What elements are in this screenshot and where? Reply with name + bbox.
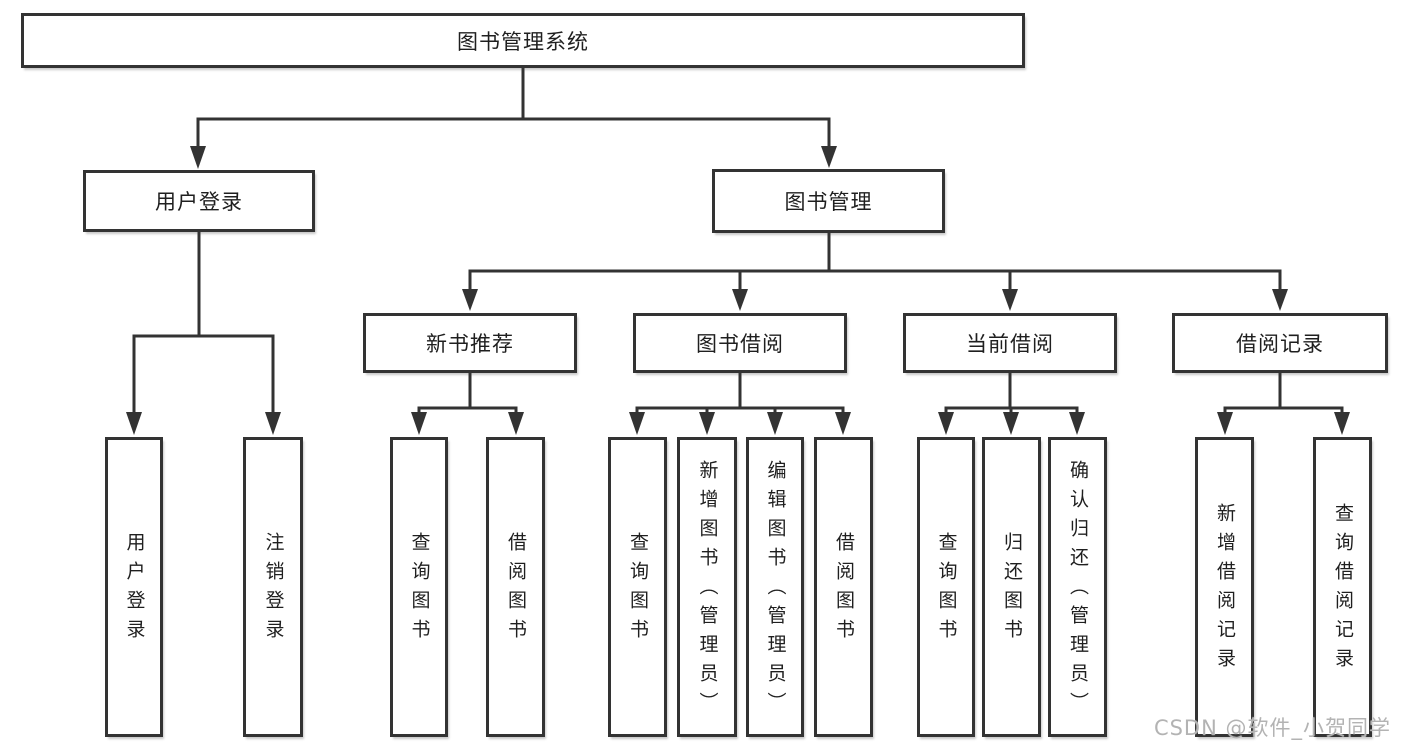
node-library-system-root: 图书管理系统 (21, 13, 1025, 68)
arrowhead (1272, 289, 1288, 311)
arrowhead (265, 412, 281, 435)
node-leaf-edit-books-admin: 编辑图书（管理员） (746, 437, 804, 737)
arrowhead (1069, 412, 1085, 435)
node-leaf-query-books-1: 查询图书 (390, 437, 448, 737)
node-user-login-branch: 用户登录 (83, 170, 315, 232)
node-leaf-user-login: 用户登录 (105, 437, 163, 737)
arrowhead (938, 412, 954, 435)
node-leaf-query-books-3: 查询图书 (917, 437, 975, 737)
arrowhead (1334, 412, 1350, 435)
node-leaf-query-books-2: 查询图书 (608, 437, 667, 737)
arrowhead (1003, 412, 1019, 435)
node-leaf-add-books-admin: 新增图书（管理员） (677, 437, 737, 737)
arrowhead (835, 412, 851, 435)
csdn-watermark: CSDN @软件_小贺同学 (1153, 716, 1391, 740)
arrowhead (190, 146, 206, 169)
arrowhead (508, 412, 524, 435)
node-leaf-borrow-books-1: 借阅图书 (486, 437, 545, 737)
arrowhead (1217, 412, 1233, 435)
node-borrowing-records: 借阅记录 (1172, 313, 1388, 373)
arrowhead (629, 412, 645, 435)
node-leaf-borrow-books-2: 借阅图书 (814, 437, 873, 737)
node-leaf-confirm-return-admin: 确认归还（管理员） (1048, 437, 1107, 737)
node-leaf-logout: 注销登录 (243, 437, 303, 737)
node-leaf-query-borrow-record: 查询借阅记录 (1313, 437, 1372, 737)
arrowhead (767, 412, 783, 435)
arrowhead (411, 412, 427, 435)
node-book-borrowing: 图书借阅 (633, 313, 847, 373)
node-leaf-add-borrow-record: 新增借阅记录 (1195, 437, 1254, 737)
node-current-borrowing: 当前借阅 (903, 313, 1117, 373)
arrowhead (732, 289, 748, 311)
arrowhead (462, 289, 478, 311)
node-new-book-recommend: 新书推荐 (363, 313, 577, 373)
arrowhead (821, 146, 837, 168)
node-book-management-branch: 图书管理 (712, 169, 945, 233)
node-leaf-return-books: 归还图书 (982, 437, 1041, 737)
arrowhead (1002, 289, 1018, 311)
arrowhead (699, 412, 715, 435)
arrowhead (126, 412, 142, 435)
